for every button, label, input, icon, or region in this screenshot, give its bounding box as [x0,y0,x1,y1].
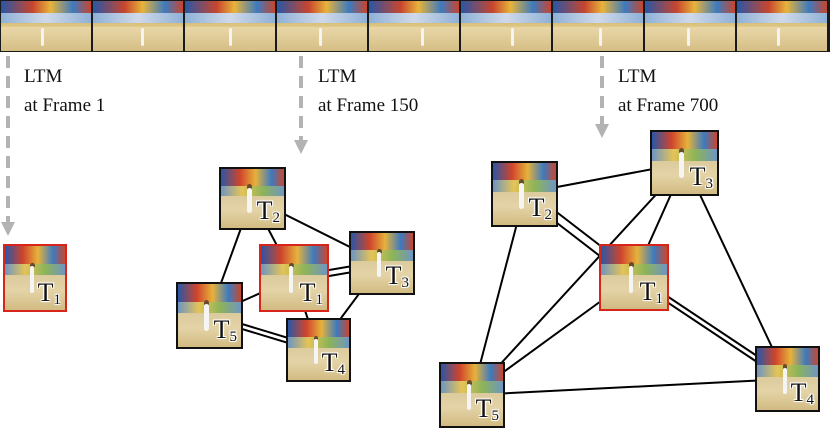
video-frame [737,1,827,51]
stage-1-title-line2: at Frame 1 [24,95,106,116]
memory-node: T5 [439,362,505,428]
memory-node: T1 [3,244,67,312]
memory-node: T2 [491,161,558,227]
graph-edge [471,162,686,396]
memory-node: T2 [219,167,286,230]
node-label: T2 [528,193,552,223]
node-label: T5 [213,315,237,345]
node-label: T4 [321,348,345,378]
stage-1-title-line1: LTM [24,66,63,87]
video-frame [645,1,735,51]
memory-node: T4 [286,318,351,382]
stage-2-title-line2: at Frame 150 [318,95,419,116]
video-frame [277,1,367,51]
frame-pointer-arrow-head [595,124,609,138]
video-frame [1,1,91,51]
video-frame [369,1,459,51]
memory-node: T4 [755,346,820,412]
node-label: T3 [689,162,713,192]
memory-node: T3 [650,130,719,196]
node-label: T1 [299,278,323,308]
video-frame [461,1,551,51]
memory-node: T1 [599,244,669,311]
stage-3-title-line1: LTM [618,66,657,87]
video-frame-strip [0,0,830,52]
video-frame [93,1,183,51]
node-label: T2 [256,196,280,226]
node-label: T5 [475,394,499,424]
memory-node: T1 [259,244,329,312]
stage-2-title-line1: LTM [318,66,357,87]
video-frame [185,1,275,51]
memory-node: T3 [349,231,415,295]
stage-3-title-line2: at Frame 700 [618,95,719,116]
node-label: T4 [790,378,814,408]
graph-edge [684,162,788,380]
node-label: T3 [385,261,409,291]
video-frame [553,1,643,51]
frame-pointer-arrow-head [1,222,15,236]
memory-node: T5 [176,282,243,349]
graph-edge [471,378,788,396]
node-label: T1 [37,278,61,308]
node-label: T1 [639,277,663,307]
frame-pointer-arrow-head [294,140,308,154]
